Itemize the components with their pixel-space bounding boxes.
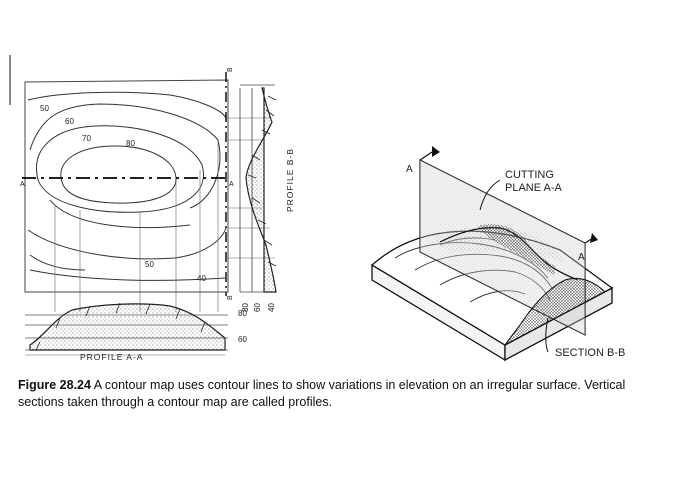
cutting-plane-label: PLANE A-A (505, 182, 563, 194)
section-mark-a-left: A (20, 181, 25, 188)
contour-50 (27, 91, 227, 119)
section-mark-b-bottom: B (227, 295, 234, 300)
section-bb-label: SECTION B-B (555, 347, 625, 359)
block-diagram (370, 146, 614, 362)
contour-70 (36, 125, 204, 213)
profile-aa-label: PROFILE A-A (80, 352, 143, 362)
section-mark-a-right: A (229, 181, 234, 188)
contour-label: 60 (65, 117, 74, 126)
profile-aa-tick: 60 (238, 335, 247, 344)
contour-label: 80 (126, 139, 135, 148)
profile-bb (239, 84, 277, 293)
profile-bb-tick: 60 (253, 303, 262, 312)
contour-label: 50 (40, 104, 49, 113)
contour-label: 40 (197, 274, 206, 283)
profile-bb-label: PROFILE B-B (285, 148, 295, 212)
contour-label: 50 (145, 260, 154, 269)
contour-50-low (27, 227, 227, 260)
cutting-plane-label: CUTTING (505, 169, 554, 181)
contour-inner (49, 199, 191, 229)
profile-aa-tick: 80 (238, 309, 247, 318)
block-mark-a-left: A (406, 164, 413, 175)
profile-aa (25, 302, 228, 356)
figure-number: Figure 28.24 (18, 378, 91, 392)
section-mark-b-top: B (227, 67, 234, 72)
contour-80 (60, 145, 177, 204)
contour-map (22, 72, 275, 312)
figure-caption: Figure 28.24 A contour map uses contour … (18, 377, 638, 411)
contour-60 (29, 103, 221, 209)
contour-40-low (29, 269, 226, 281)
profile-bb-tick: 80 (241, 303, 250, 312)
contour-label: 70 (82, 134, 91, 143)
page-edge-mark (9, 55, 11, 105)
block-mark-a-right: A (578, 252, 585, 263)
caption-text: A contour map uses contour lines to show… (18, 378, 626, 409)
profile-bb-tick: 40 (267, 303, 276, 312)
